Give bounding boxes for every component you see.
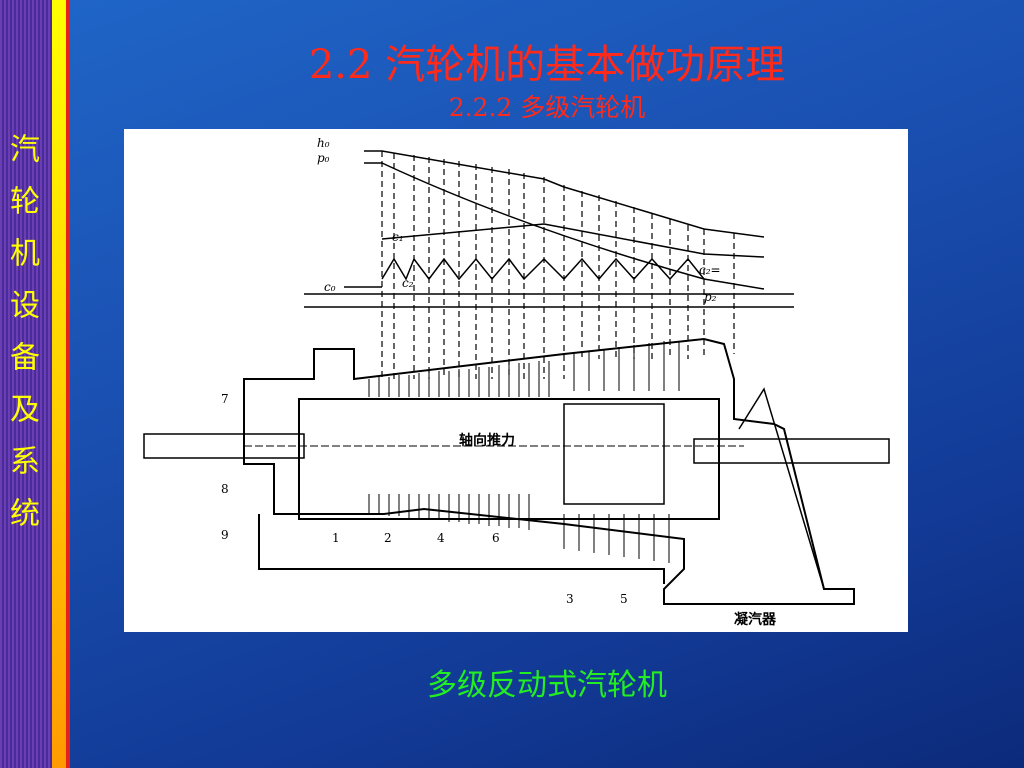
blade-rows bbox=[368, 341, 680, 563]
velocity-zigzag bbox=[381, 257, 705, 281]
part-number-9: 9 bbox=[221, 528, 229, 542]
slide-subtitle: 2.2.2 多级汽轮机 bbox=[448, 93, 646, 122]
label-p2: p₂ bbox=[704, 290, 717, 304]
label-p0: p₀ bbox=[317, 151, 330, 165]
shaft-right bbox=[693, 438, 890, 464]
part-number-3: 3 bbox=[566, 592, 574, 606]
turbine-diagram: h₀ p₀ c₁ c₀ c₂ c₂= p₂ 轴向推力 凝汽器 1 2 3 4 5… bbox=[124, 129, 908, 632]
label-c0: c₀ bbox=[324, 280, 336, 294]
casing-outline bbox=[243, 337, 855, 605]
label-condenser: 凝汽器 bbox=[734, 611, 777, 628]
part-number-5: 5 bbox=[620, 592, 628, 606]
balance-drum bbox=[563, 403, 665, 505]
slide-title: 2.2 汽轮机的基本做功原理 bbox=[308, 42, 786, 88]
part-number-7: 7 bbox=[221, 392, 229, 406]
part-number-2: 2 bbox=[384, 531, 392, 545]
turbine-drawing: h₀ p₀ c₁ c₀ c₂ c₂= p₂ 轴向推力 凝汽器 1 2 3 4 5… bbox=[143, 136, 890, 628]
part-number-6: 6 bbox=[492, 531, 500, 545]
label-h0: h₀ bbox=[317, 136, 330, 150]
balance-pipe bbox=[258, 514, 665, 584]
red-stripe bbox=[66, 0, 70, 768]
label-c2-left: c₂ bbox=[402, 276, 414, 290]
yellow-stripe bbox=[52, 0, 66, 768]
label-c1: c₁ bbox=[392, 230, 404, 244]
part-number-4: 4 bbox=[437, 531, 445, 545]
figure-caption: 多级反动式汽轮机 bbox=[427, 668, 667, 703]
part-number-1: 1 bbox=[332, 531, 340, 545]
label-c2-right: c₂= bbox=[699, 263, 721, 277]
part-number-8: 8 bbox=[221, 482, 229, 496]
label-axial-thrust: 轴向推力 bbox=[459, 432, 515, 449]
h0-curve bbox=[364, 150, 765, 238]
sidebar-title: 汽轮机设备及系统 bbox=[4, 133, 39, 549]
sidebar: 汽轮机设备及系统 bbox=[0, 0, 52, 768]
